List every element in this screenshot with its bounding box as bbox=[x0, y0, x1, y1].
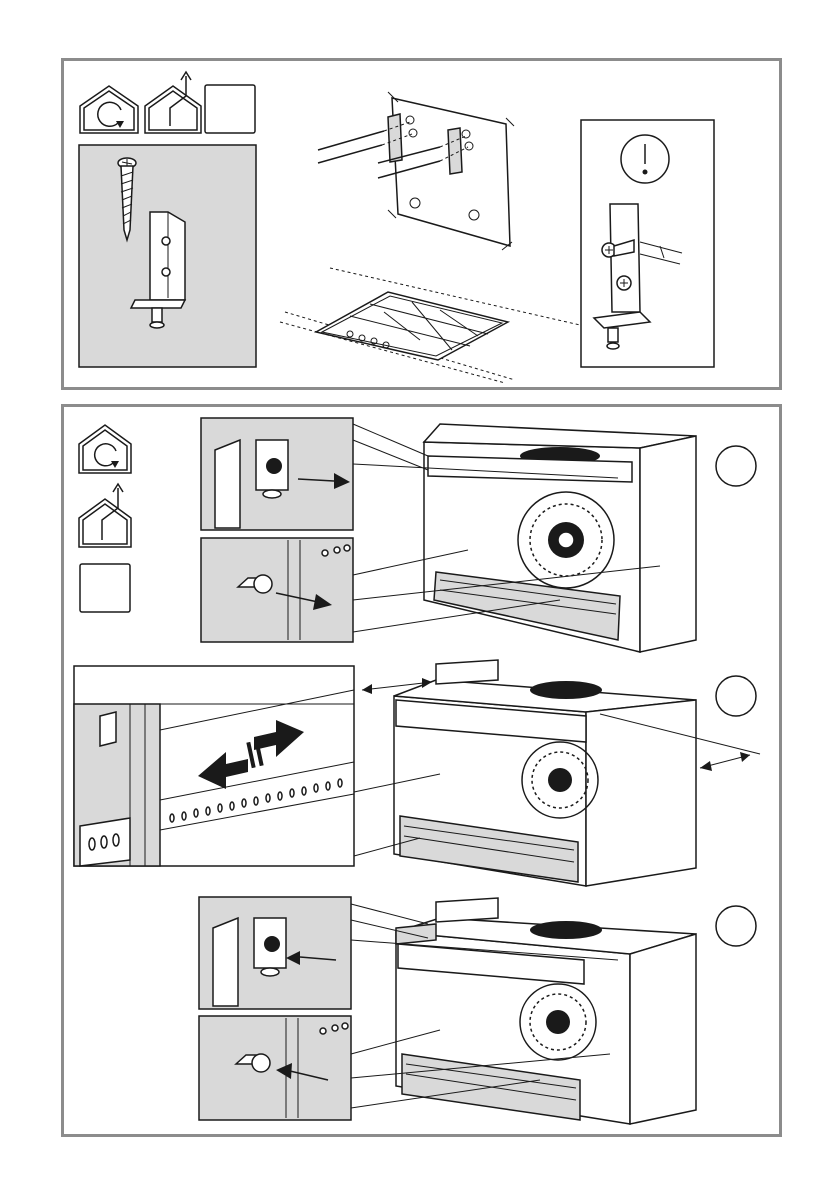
cooktop-reference bbox=[280, 268, 580, 383]
ducted-exhaust-icon bbox=[145, 72, 201, 133]
exclamation-icon bbox=[621, 135, 669, 183]
caution-detail bbox=[581, 120, 714, 367]
blank-option-box bbox=[80, 564, 130, 612]
slide-side-panels-step bbox=[74, 660, 760, 886]
wall-bracket-mounting bbox=[318, 92, 514, 250]
recirculation-icon bbox=[79, 425, 131, 473]
step-2-circle bbox=[716, 676, 756, 716]
blank-option-box bbox=[205, 85, 255, 133]
recirculation-icon bbox=[80, 86, 138, 133]
remove-screws-step bbox=[201, 418, 756, 652]
step-3-circle bbox=[716, 906, 756, 946]
step-1-circle bbox=[716, 446, 756, 486]
ducted-exhaust-icon bbox=[79, 484, 131, 547]
refit-screws-step bbox=[199, 897, 756, 1124]
screw-and-bracket-detail bbox=[79, 145, 256, 367]
